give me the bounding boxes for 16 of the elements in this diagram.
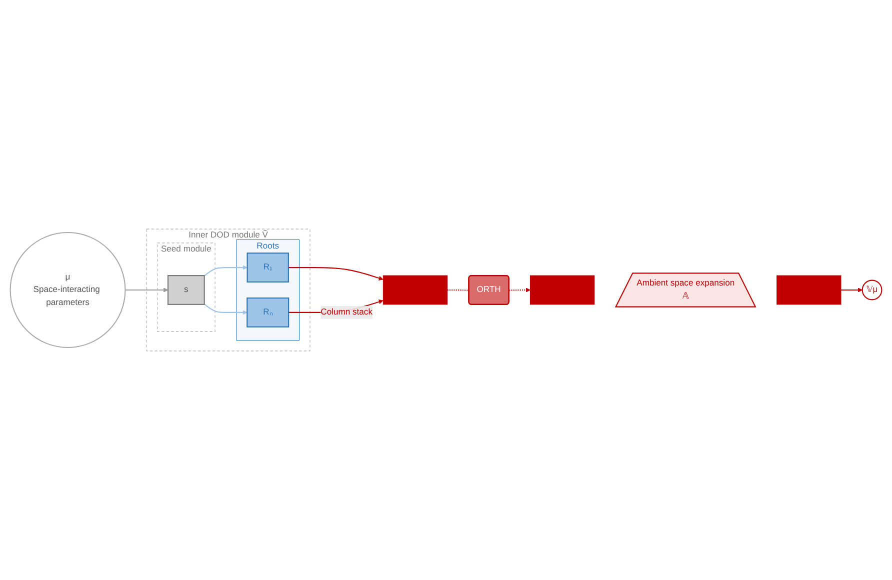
arrow (288, 267, 384, 280)
connector (447, 289, 469, 291)
node-box: s (167, 275, 205, 305)
node-box: Rₙ (246, 297, 290, 328)
edge-label: Column stack (320, 308, 372, 317)
node-box (382, 275, 448, 305)
node-box: R₁ (246, 252, 289, 283)
arrow (840, 288, 863, 292)
node-circle: 𝕍μ (862, 280, 882, 300)
arrow (509, 288, 530, 292)
node-box (530, 275, 595, 305)
arrow (204, 265, 248, 276)
arrow (125, 288, 168, 292)
arrow (204, 304, 248, 315)
node-box (776, 275, 842, 305)
node-circle: μ Space-interacting parameters (10, 232, 126, 348)
